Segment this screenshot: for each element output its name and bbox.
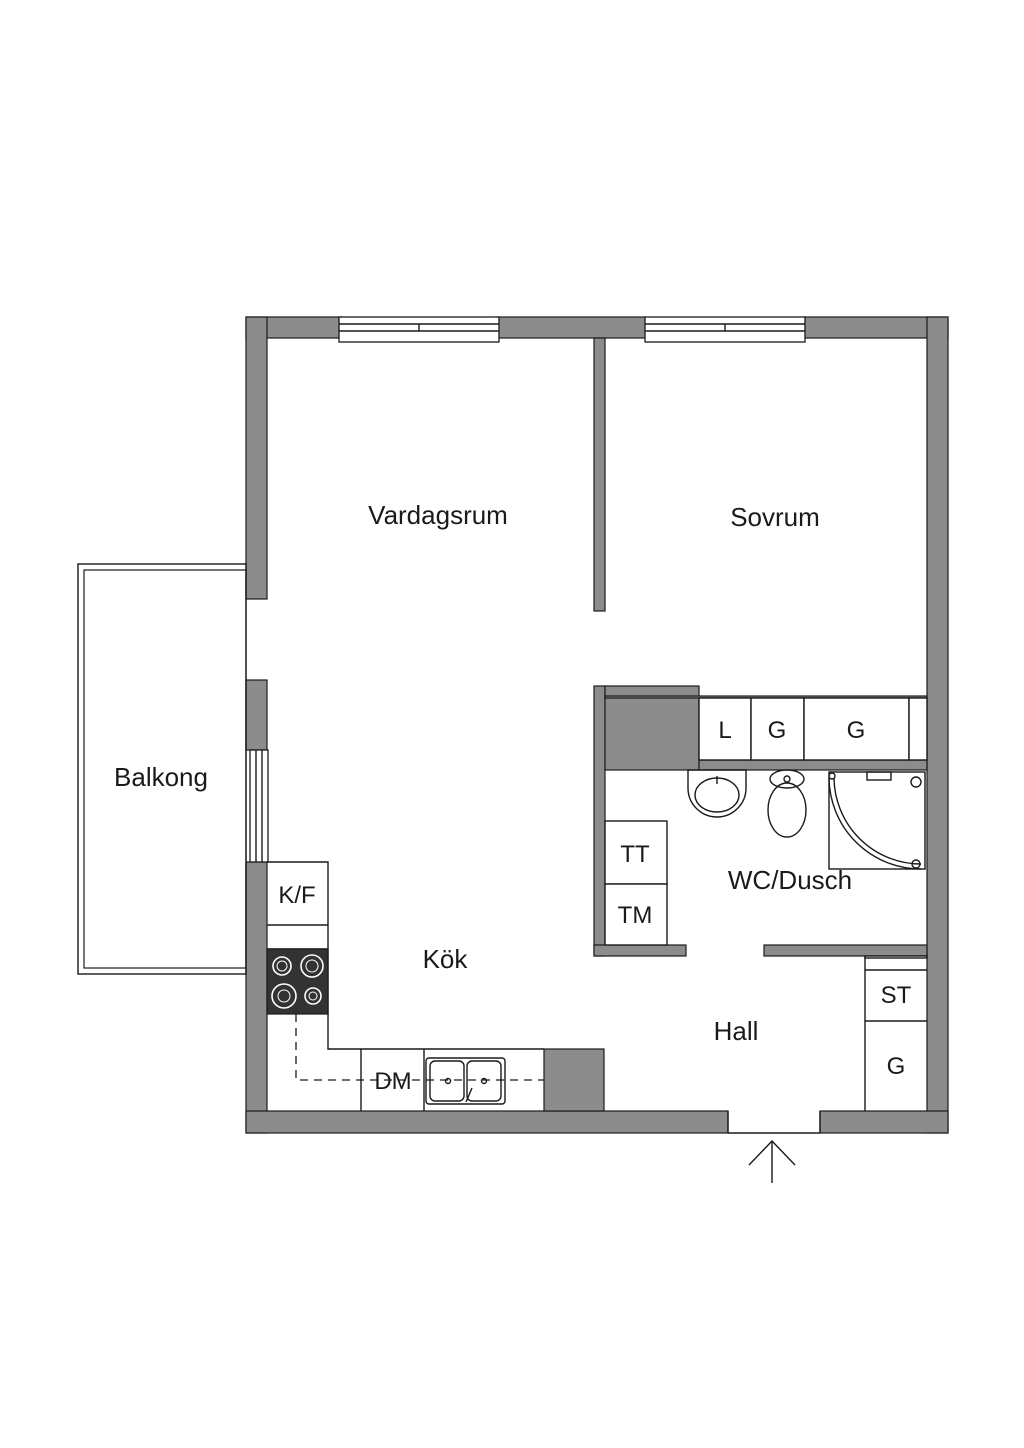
- fixture-label-tt: TT: [620, 841, 650, 868]
- fixture-label-tm: TM: [618, 902, 653, 929]
- laundry-units: [604, 820, 668, 946]
- fixture-label-wardrobe-g2: G: [847, 717, 866, 744]
- outer-walls: [245, 316, 949, 1134]
- entrance-arrow-icon: [748, 1139, 796, 1183]
- toilet-icon: [767, 769, 807, 838]
- room-label-vardagsrum: Vardagsrum: [368, 500, 508, 530]
- entrance: [727, 1111, 821, 1134]
- room-label-kok: Kök: [423, 944, 469, 974]
- shower-icon: [828, 771, 926, 870]
- fixture-label-hall-g: G: [887, 1053, 906, 1080]
- room-label-balkong: Balkong: [114, 762, 208, 792]
- room-label-sovrum: Sovrum: [730, 502, 820, 532]
- washbasin-icon: [687, 769, 747, 818]
- fixture-label-kf: K/F: [278, 882, 315, 909]
- room-label-wc-dusch: WC/Dusch: [728, 865, 852, 895]
- fixture-label-st: ST: [881, 982, 912, 1009]
- hall-cabinets: [864, 955, 928, 1111]
- fixture-label-dm: DM: [374, 1068, 411, 1095]
- balcony: [77, 563, 247, 975]
- room-label-hall: Hall: [714, 1016, 759, 1046]
- fixture-label-wardrobe-g1: G: [768, 717, 787, 744]
- sink-icon: [425, 1057, 506, 1105]
- stove-icon: [266, 948, 329, 1015]
- window-living: [338, 316, 500, 343]
- fixture-label-wardrobe-l: L: [718, 717, 731, 744]
- interior-walls: [543, 337, 928, 1112]
- wardrobe-row: [698, 697, 928, 761]
- window-balcony-door: [249, 749, 269, 863]
- window-bedroom: [644, 316, 806, 343]
